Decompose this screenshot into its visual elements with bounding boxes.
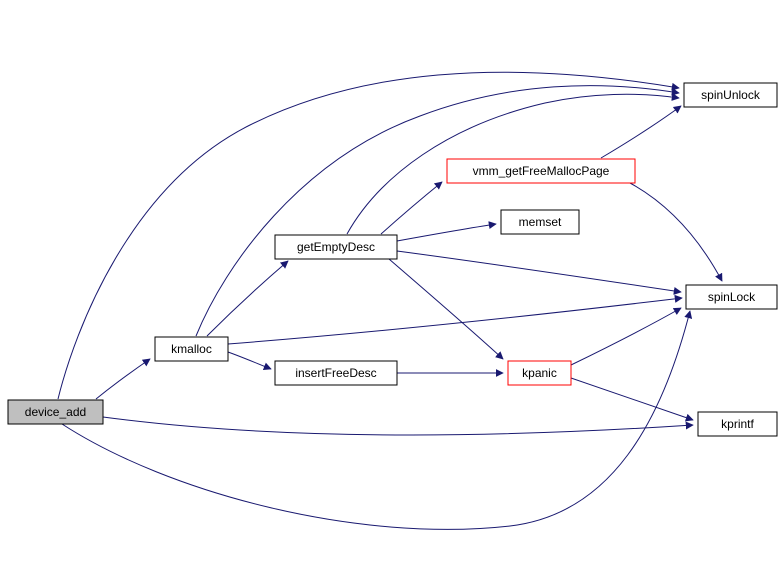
node-memset[interactable]: memset (500, 209, 580, 235)
edge-kmalloc-to-spinLock (227, 294, 683, 345)
edge-getEmptyDesc-to-memset (396, 221, 497, 242)
edge-vmm_getFreeMallocPage-to-spinUnlock (600, 105, 682, 159)
edge-vmm_getFreeMallocPage-to-spinLock (629, 182, 723, 282)
edge-getEmptyDesc-to-vmm_getFreeMallocPage (380, 181, 443, 235)
node-box-spinLock[interactable] (685, 284, 778, 310)
edge-kmalloc-to-getEmptyDesc (206, 260, 289, 337)
edge-getEmptyDesc-to-kpanic (388, 258, 504, 360)
node-box-spinUnlock[interactable] (683, 82, 778, 108)
node-box-getEmptyDesc[interactable] (274, 234, 398, 260)
node-label-kmalloc: kmalloc (171, 342, 212, 356)
node-getEmptyDesc[interactable]: getEmptyDesc (274, 234, 398, 260)
edge-device_add-to-kmalloc (95, 358, 151, 400)
node-kpanic[interactable]: kpanic (507, 360, 572, 386)
node-spinUnlock[interactable]: spinUnlock (683, 82, 778, 108)
node-box-insertFreeDesc[interactable] (274, 360, 398, 386)
edge-kpanic-to-spinLock (570, 307, 682, 366)
node-label-kprintf: kprintf (721, 417, 754, 431)
node-box-kpanic[interactable] (507, 360, 572, 386)
node-box-memset[interactable] (500, 209, 580, 235)
node-layer: device_add kmalloc insertFreeDesc getEmptyD… (7, 82, 778, 437)
node-label-device_add: device_add (25, 405, 86, 419)
node-insertFreeDesc[interactable]: insertFreeDesc (274, 360, 398, 386)
edge-kpanic-to-kprintf (570, 377, 694, 422)
node-vmm_getFreeMallocPage[interactable]: vmm_getFreeMallocPage (446, 158, 636, 184)
edge-layer (57, 71, 723, 530)
edge-kmalloc-to-spinUnlock (195, 85, 680, 337)
node-label-insertFreeDesc: insertFreeDesc (295, 366, 376, 380)
node-label-kpanic: kpanic (522, 366, 557, 380)
edge-getEmptyDesc-to-spinUnlock (346, 93, 680, 235)
node-device_add: device_add (7, 399, 104, 425)
node-box-device_add (7, 399, 104, 425)
node-kprintf[interactable]: kprintf (697, 411, 778, 437)
node-spinLock[interactable]: spinLock (685, 284, 778, 310)
node-label-getEmptyDesc: getEmptyDesc (297, 240, 375, 254)
node-label-spinLock: spinLock (708, 290, 756, 304)
edge-kmalloc-to-insertFreeDesc (227, 351, 272, 371)
node-box-kmalloc[interactable] (154, 336, 229, 362)
edge-device_add-to-spinUnlock (57, 71, 680, 400)
edge-device_add-to-spinLock (61, 310, 693, 530)
node-label-vmm_getFreeMallocPage: vmm_getFreeMallocPage (473, 164, 610, 178)
node-box-vmm_getFreeMallocPage[interactable] (446, 158, 636, 184)
edge-getEmptyDesc-to-spinLock (396, 250, 682, 295)
node-kmalloc[interactable]: kmalloc (154, 336, 229, 362)
node-box-kprintf[interactable] (697, 411, 778, 437)
edge-device_add-to-kprintf (102, 416, 694, 436)
node-label-spinUnlock: spinUnlock (701, 88, 761, 102)
node-label-memset: memset (519, 215, 562, 229)
